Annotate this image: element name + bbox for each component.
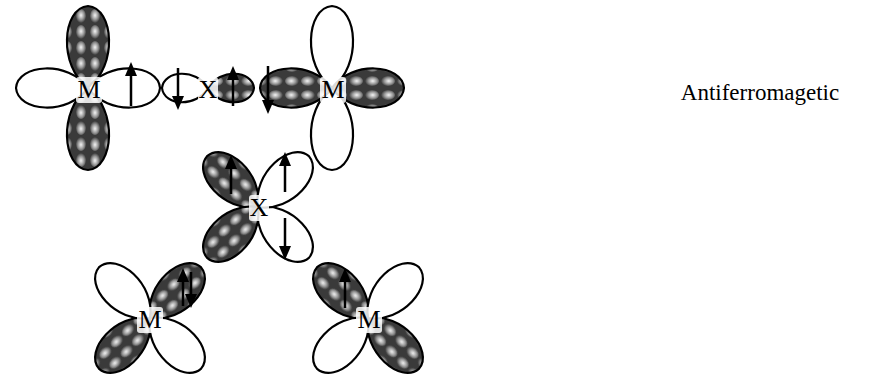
spin-arrow (125, 62, 137, 106)
spin-arrow (262, 66, 274, 114)
atom-label: M (76, 77, 101, 103)
spin-arrow (279, 152, 291, 192)
shaded-lobe (354, 304, 433, 383)
open-lobe (303, 304, 382, 383)
spin-arrow (227, 66, 239, 106)
atom-label: M (137, 307, 162, 333)
spin-arrow (185, 272, 197, 308)
atom-label: X (249, 195, 270, 221)
open-lobe (136, 304, 215, 383)
spin-arrow (225, 155, 237, 194)
shaded-lobe (193, 193, 272, 272)
open-lobe (244, 142, 323, 221)
atom-label: M (356, 307, 381, 333)
open-lobe (244, 193, 323, 272)
atom-label: X (198, 77, 219, 103)
shaded-lobe (85, 304, 164, 383)
spin-arrow (279, 218, 291, 260)
ordering-label: Antiferromagetic (681, 81, 839, 104)
spin-arrow (172, 68, 184, 110)
spin-arrow (339, 268, 351, 308)
spin-arrow (177, 268, 189, 306)
atom-label: M (320, 77, 345, 103)
shaded-lobe (193, 142, 272, 221)
